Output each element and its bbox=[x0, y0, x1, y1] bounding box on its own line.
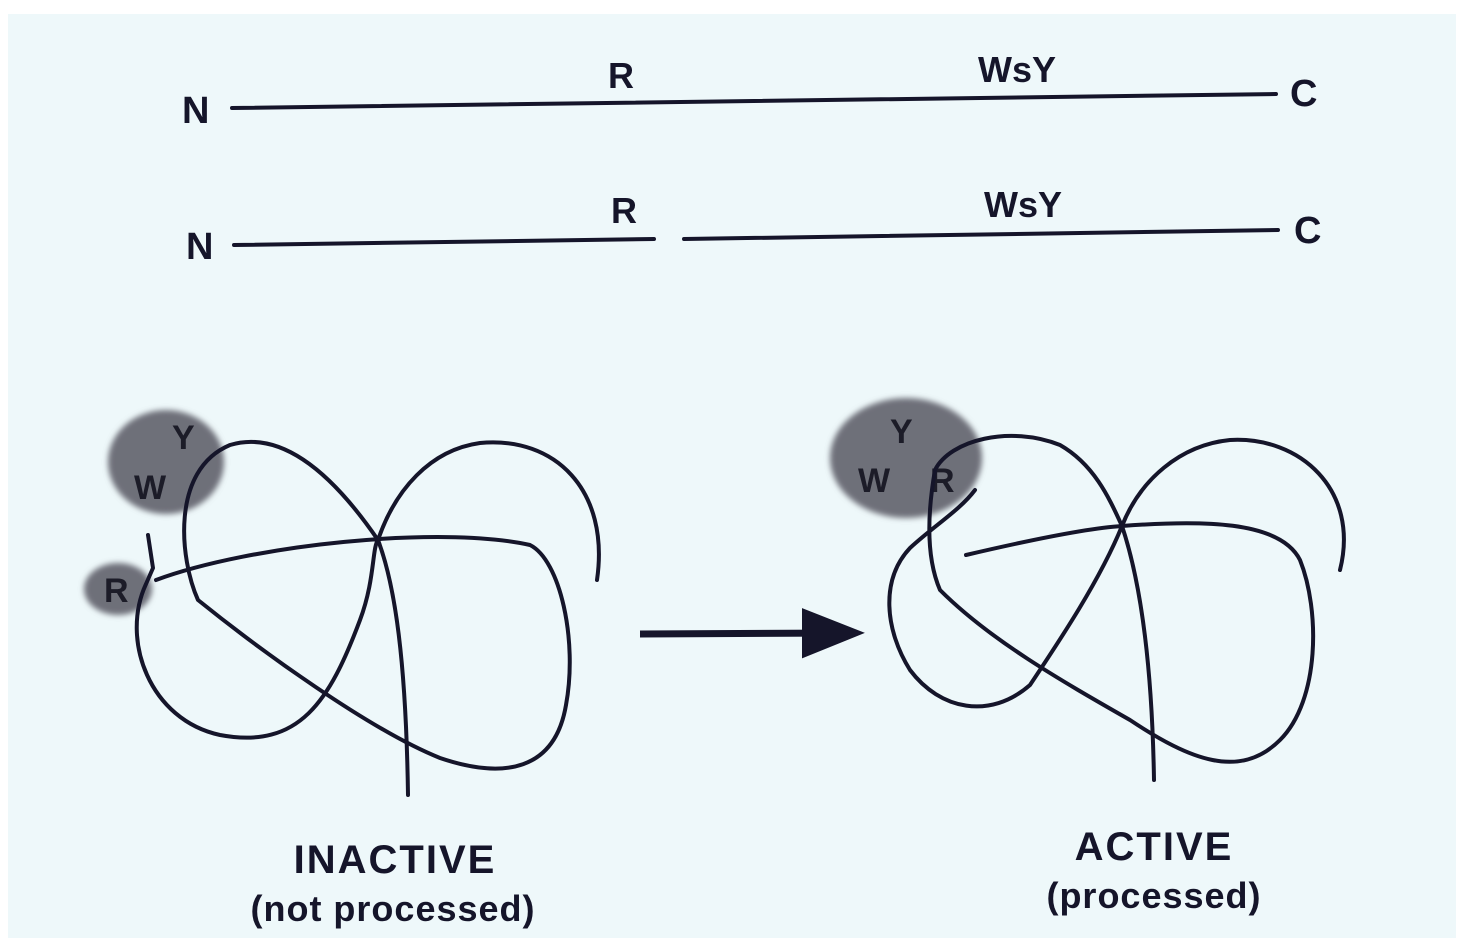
residue-r-label: R bbox=[611, 190, 637, 231]
active-right-loop bbox=[1120, 437, 1346, 572]
residue-w-label: W bbox=[134, 469, 167, 507]
residue-r-label: R bbox=[104, 572, 129, 610]
wyr-blob: Y W R bbox=[830, 398, 982, 518]
inactive-title: INACTIVE bbox=[294, 838, 497, 882]
inactive-tail bbox=[376, 538, 410, 797]
wyr-blob-shape bbox=[830, 398, 982, 518]
inactive-subtitle: (not processed) bbox=[250, 888, 535, 929]
c-terminus-label: C bbox=[1290, 73, 1317, 115]
diagram-background bbox=[8, 14, 1456, 938]
n-terminus-label: N bbox=[186, 226, 213, 268]
chain-fragment-c bbox=[682, 228, 1280, 241]
linear-chain-cleaved: N R WsY C bbox=[186, 184, 1321, 268]
transition-arrow bbox=[639, 608, 865, 659]
active-tail bbox=[1120, 524, 1156, 782]
inactive-protein: Y W R INACTIVE (not processed) bbox=[84, 410, 601, 929]
residue-r-label: R bbox=[608, 55, 634, 96]
residue-y-label: Y bbox=[890, 413, 913, 451]
residue-wsy-label: WsY bbox=[978, 49, 1056, 90]
residue-w-label: W bbox=[858, 462, 891, 500]
inactive-fold-path bbox=[134, 439, 572, 771]
residue-y-label: Y bbox=[172, 419, 195, 457]
r-blob-shape bbox=[84, 563, 152, 615]
c-terminus-label: C bbox=[1294, 210, 1321, 252]
wy-blob: Y W bbox=[108, 410, 224, 514]
linear-chain-intact: N R WsY C bbox=[182, 49, 1317, 132]
chain-fragment-n bbox=[232, 237, 656, 247]
active-title: ACTIVE bbox=[1075, 825, 1234, 869]
n-terminus-label: N bbox=[182, 90, 209, 132]
r-blob: R bbox=[84, 563, 152, 615]
residue-wsy-label: WsY bbox=[984, 184, 1062, 225]
wy-blob-shape bbox=[108, 410, 224, 514]
active-fold-path bbox=[887, 433, 1316, 764]
active-subtitle: (processed) bbox=[1046, 875, 1261, 916]
inactive-right-loop bbox=[376, 440, 601, 582]
chain-line-intact bbox=[230, 92, 1278, 110]
active-protein: Y W R ACTIVE (processed) bbox=[830, 398, 1346, 916]
